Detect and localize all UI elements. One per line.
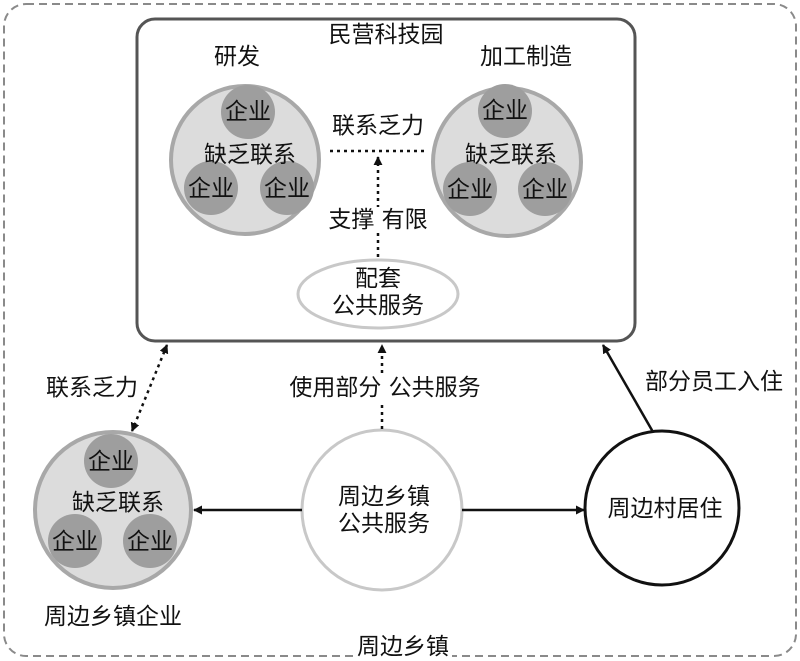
park-service-line1: 配套 — [355, 266, 401, 292]
town-center-label: 缺乏联系 — [72, 490, 164, 516]
rd-enterprise-right — [260, 161, 314, 215]
resident-arrow — [601, 344, 655, 433]
support-label: 支撑 有限 — [325, 207, 431, 233]
town-enterprise-left — [48, 514, 102, 568]
rd-title: 研发 — [214, 44, 260, 70]
town-enterprises-title: 周边乡镇企业 — [44, 604, 182, 630]
town-services-line1: 周边乡镇 — [338, 484, 430, 510]
mfg-enterprise-label: 企业 — [447, 177, 493, 203]
village-circle — [583, 429, 741, 587]
park-service-line2: 公共服务 — [332, 293, 424, 319]
mfg-enterprise-label: 企业 — [482, 98, 528, 124]
mfg-center-label: 缺乏联系 — [465, 142, 557, 168]
mfg-cluster — [431, 84, 583, 238]
rd-center-label: 缺乏联系 — [204, 142, 296, 168]
town-enterprise-top — [84, 434, 138, 488]
town-enterprise-label: 企业 — [88, 449, 134, 475]
left-link-arrow — [130, 344, 169, 432]
center-use-label: 使用部分 公共服务 — [286, 375, 484, 401]
park-service-label: 配套 公共服务 — [332, 266, 424, 320]
mfg-enterprise-top — [478, 84, 532, 138]
town-enterprise-right — [123, 514, 177, 568]
rd-enterprise-left — [184, 161, 238, 215]
rd-enterprise-label: 企业 — [188, 176, 234, 202]
region-label: 周边乡镇 — [354, 634, 452, 660]
resident-label: 部分员工入住 — [645, 369, 783, 395]
left-link-label: 联系乏力 — [46, 375, 138, 401]
town-services-line2: 公共服务 — [338, 511, 430, 537]
rd-enterprise-label: 企业 — [264, 176, 310, 202]
rd-enterprise-label: 企业 — [225, 99, 271, 125]
mfg-title: 加工制造 — [480, 44, 572, 70]
mfg-enterprise-left — [443, 162, 497, 216]
village-label: 周边村居住 — [607, 496, 723, 522]
rd-cluster — [169, 84, 321, 236]
mfg-enterprise-label: 企业 — [522, 177, 568, 203]
park-service-ellipse — [296, 258, 460, 330]
cluster-link-label: 联系乏力 — [332, 113, 424, 139]
rd-enterprise-top — [221, 85, 275, 139]
park-title: 民营科技园 — [328, 22, 444, 48]
mfg-enterprise-right — [518, 162, 572, 216]
town-enterprise-label: 企业 — [127, 529, 173, 555]
town-enterprise-cluster — [33, 430, 193, 590]
town-services-label: 周边乡镇 公共服务 — [338, 484, 430, 538]
town-enterprise-label: 企业 — [52, 529, 98, 555]
